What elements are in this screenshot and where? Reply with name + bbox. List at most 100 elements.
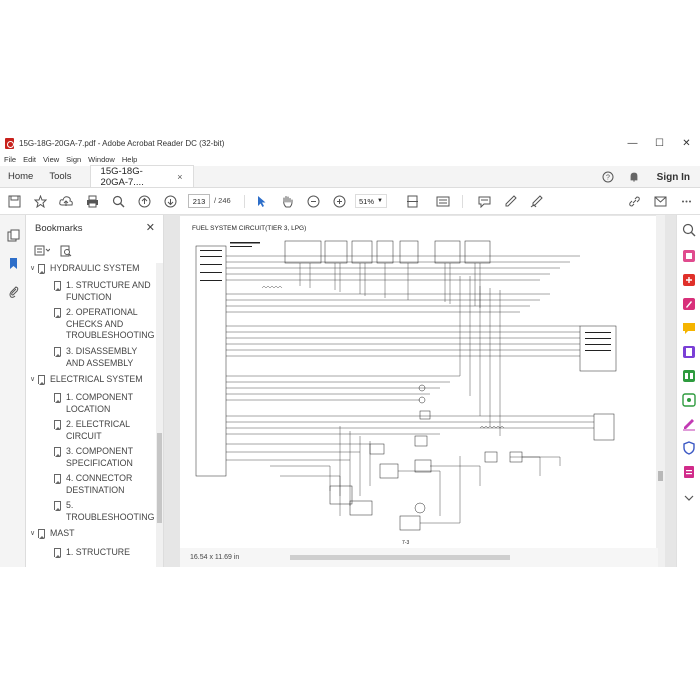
more-tools-pdf-icon[interactable] [682, 465, 696, 479]
document-scrollbar-thumb[interactable] [658, 471, 663, 481]
select-cursor-icon[interactable] [251, 191, 271, 211]
bookmark-label: 1. STRUCTURE AND FUNCTION [66, 280, 151, 302]
bookmark-icon [54, 393, 61, 403]
acrobat-window: 15G-18G-20GA-7.pdf - Adobe Acrobat Reade… [0, 133, 700, 567]
hand-tool-icon[interactable] [277, 191, 297, 211]
chevron-down-icon[interactable]: ∨ [30, 376, 36, 383]
upload-cloud-icon[interactable] [56, 191, 76, 211]
toolbar-divider [244, 195, 245, 208]
bookmarks-panel: Bookmarks ✕ ∨ HYDRAULIC SYSTEM 1. STRUCT… [26, 215, 164, 567]
bookmark-item-electrical-system[interactable]: ∨ ELECTRICAL SYSTEM [30, 374, 143, 386]
close-panel-icon[interactable]: ✕ [145, 222, 155, 234]
diagram-relays [329, 410, 523, 531]
bookmarks-toolbar [26, 241, 163, 263]
combine-files-icon[interactable] [682, 345, 696, 359]
bookmark-search-icon[interactable] [60, 245, 72, 260]
bookmark-icon [54, 501, 61, 511]
bookmark-item-mast[interactable]: ∨ MAST [30, 528, 74, 540]
fit-page-icon[interactable] [403, 191, 423, 211]
menu-window[interactable]: Window [88, 155, 115, 164]
tab-document[interactable]: 15G-18G-20GA-7.... × [89, 165, 194, 188]
minimize-button[interactable]: — [627, 137, 638, 149]
close-window-button[interactable]: ✕ [682, 137, 691, 149]
next-page-icon[interactable] [160, 191, 180, 211]
chevron-down-icon[interactable] [682, 491, 696, 505]
window-controls: — ☐ ✕ [619, 133, 700, 153]
tab-bar-actions: ? Sign In [595, 166, 700, 188]
zoom-search-icon[interactable] [108, 191, 128, 211]
bookmark-item-electrical-circuit[interactable]: 2. ELECTRICAL CIRCUIT [54, 419, 152, 442]
search-document-icon[interactable] [682, 223, 696, 237]
document-vertical-scrollbar[interactable] [656, 215, 665, 567]
bookmark-item-structure[interactable]: 1. STRUCTURE [54, 547, 152, 559]
previous-page-icon[interactable] [134, 191, 154, 211]
bookmark-item-disassembly-and-assembly[interactable]: 3. DISASSEMBLY AND ASSEMBLY [54, 346, 152, 369]
bookmark-options-icon[interactable] [34, 245, 51, 259]
tab-bar: Home Tools 15G-18G-20GA-7.... × ? Sign I… [0, 165, 700, 188]
fill-and-sign-icon[interactable] [682, 417, 696, 431]
bookmarks-header: Bookmarks ✕ [26, 215, 163, 241]
email-icon[interactable] [650, 191, 670, 211]
bookmark-item-structure-and-function[interactable]: 1. STRUCTURE AND FUNCTION [54, 280, 152, 303]
diagram-ground-symbols [414, 384, 426, 514]
menu-sign[interactable]: Sign [66, 155, 82, 164]
comment-icon[interactable] [474, 191, 494, 211]
window-title: 15G-18G-20GA-7.pdf - Adobe Acrobat Reade… [19, 138, 225, 148]
bookmark-item-component-specification[interactable]: 3. COMPONENT SPECIFICATION [54, 446, 152, 469]
sign-in-button[interactable]: Sign In [656, 171, 690, 183]
menu-help[interactable]: Help [121, 155, 138, 164]
bookmark-item-connector-destination[interactable]: 4. CONNECTOR DESTINATION [54, 473, 152, 496]
bookmark-item-component-location[interactable]: 1. COMPONENT LOCATION [54, 392, 152, 415]
tools-pane-rail [676, 215, 700, 567]
help-icon[interactable]: ? [595, 166, 621, 188]
comment-tool-icon[interactable] [682, 321, 696, 335]
share-link-icon[interactable] [624, 191, 644, 211]
document-viewport: FUEL SYSTEM CIRCUIT(TIER 3, LPG) 7-3 [164, 215, 676, 567]
enhance-scans-icon[interactable] [682, 393, 696, 407]
page-total: / 246 [214, 196, 231, 205]
tab-tools[interactable]: Tools [49, 170, 72, 182]
bookmark-item-operational-checks[interactable]: 2. OPERATIONAL CHECKS AND TROUBLESHOOTIN… [54, 307, 154, 342]
menu-edit[interactable]: Edit [23, 155, 37, 164]
menu-file[interactable]: File [4, 155, 17, 164]
zoom-out-icon[interactable] [303, 191, 323, 211]
tab-close-icon[interactable]: × [177, 171, 183, 182]
protect-shield-icon[interactable] [682, 441, 696, 455]
print-icon[interactable] [82, 191, 102, 211]
bookmarks-scrollbar[interactable] [156, 263, 163, 567]
organize-pages-icon[interactable] [682, 369, 696, 383]
sign-pen-icon[interactable] [526, 191, 546, 211]
diagram-right-modules [579, 325, 617, 441]
maximize-button[interactable]: ☐ [655, 137, 664, 149]
zoom-level-dropdown[interactable]: 51% ▼ [355, 194, 387, 208]
navigation-pane-rail [0, 215, 26, 567]
zoom-in-icon[interactable] [329, 191, 349, 211]
attachments-paperclip-icon[interactable] [5, 283, 21, 299]
diagram-connector-block [195, 245, 227, 477]
bookmark-item-troubleshooting[interactable]: 5. TROUBLESHOOTING [54, 500, 154, 523]
document-page[interactable]: FUEL SYSTEM CIRCUIT(TIER 3, LPG) 7-3 [180, 216, 658, 548]
bookmark-icon [54, 420, 61, 430]
save-icon[interactable] [4, 191, 24, 211]
page-thumbnails-icon[interactable] [5, 227, 21, 243]
bookmark-label: 1. COMPONENT LOCATION [66, 392, 133, 414]
edit-pdf-icon[interactable] [682, 297, 696, 311]
chevron-down-icon[interactable]: ∨ [30, 530, 36, 537]
document-horizontal-scrollbar[interactable] [290, 555, 510, 560]
export-pdf-icon[interactable] [682, 249, 696, 263]
bookmarks-title: Bookmarks [35, 222, 83, 234]
more-tools-icon[interactable] [676, 191, 696, 211]
bookmarks-rail-icon[interactable] [5, 255, 21, 271]
notification-bell-icon[interactable] [621, 166, 647, 188]
keyboard-icon[interactable] [433, 191, 453, 211]
star-icon[interactable] [30, 191, 50, 211]
menu-view[interactable]: View [43, 155, 60, 164]
zoom-level-value: 51% [359, 196, 375, 206]
highlight-pen-icon[interactable] [500, 191, 520, 211]
bookmark-item-hydraulic-system[interactable]: ∨ HYDRAULIC SYSTEM [30, 263, 139, 275]
create-pdf-icon[interactable] [682, 273, 696, 287]
tab-home[interactable]: Home [8, 170, 34, 182]
page-number-input[interactable]: 213 [188, 194, 210, 208]
bookmarks-scrollbar-thumb[interactable] [157, 433, 162, 523]
chevron-down-icon[interactable]: ∨ [30, 265, 36, 272]
